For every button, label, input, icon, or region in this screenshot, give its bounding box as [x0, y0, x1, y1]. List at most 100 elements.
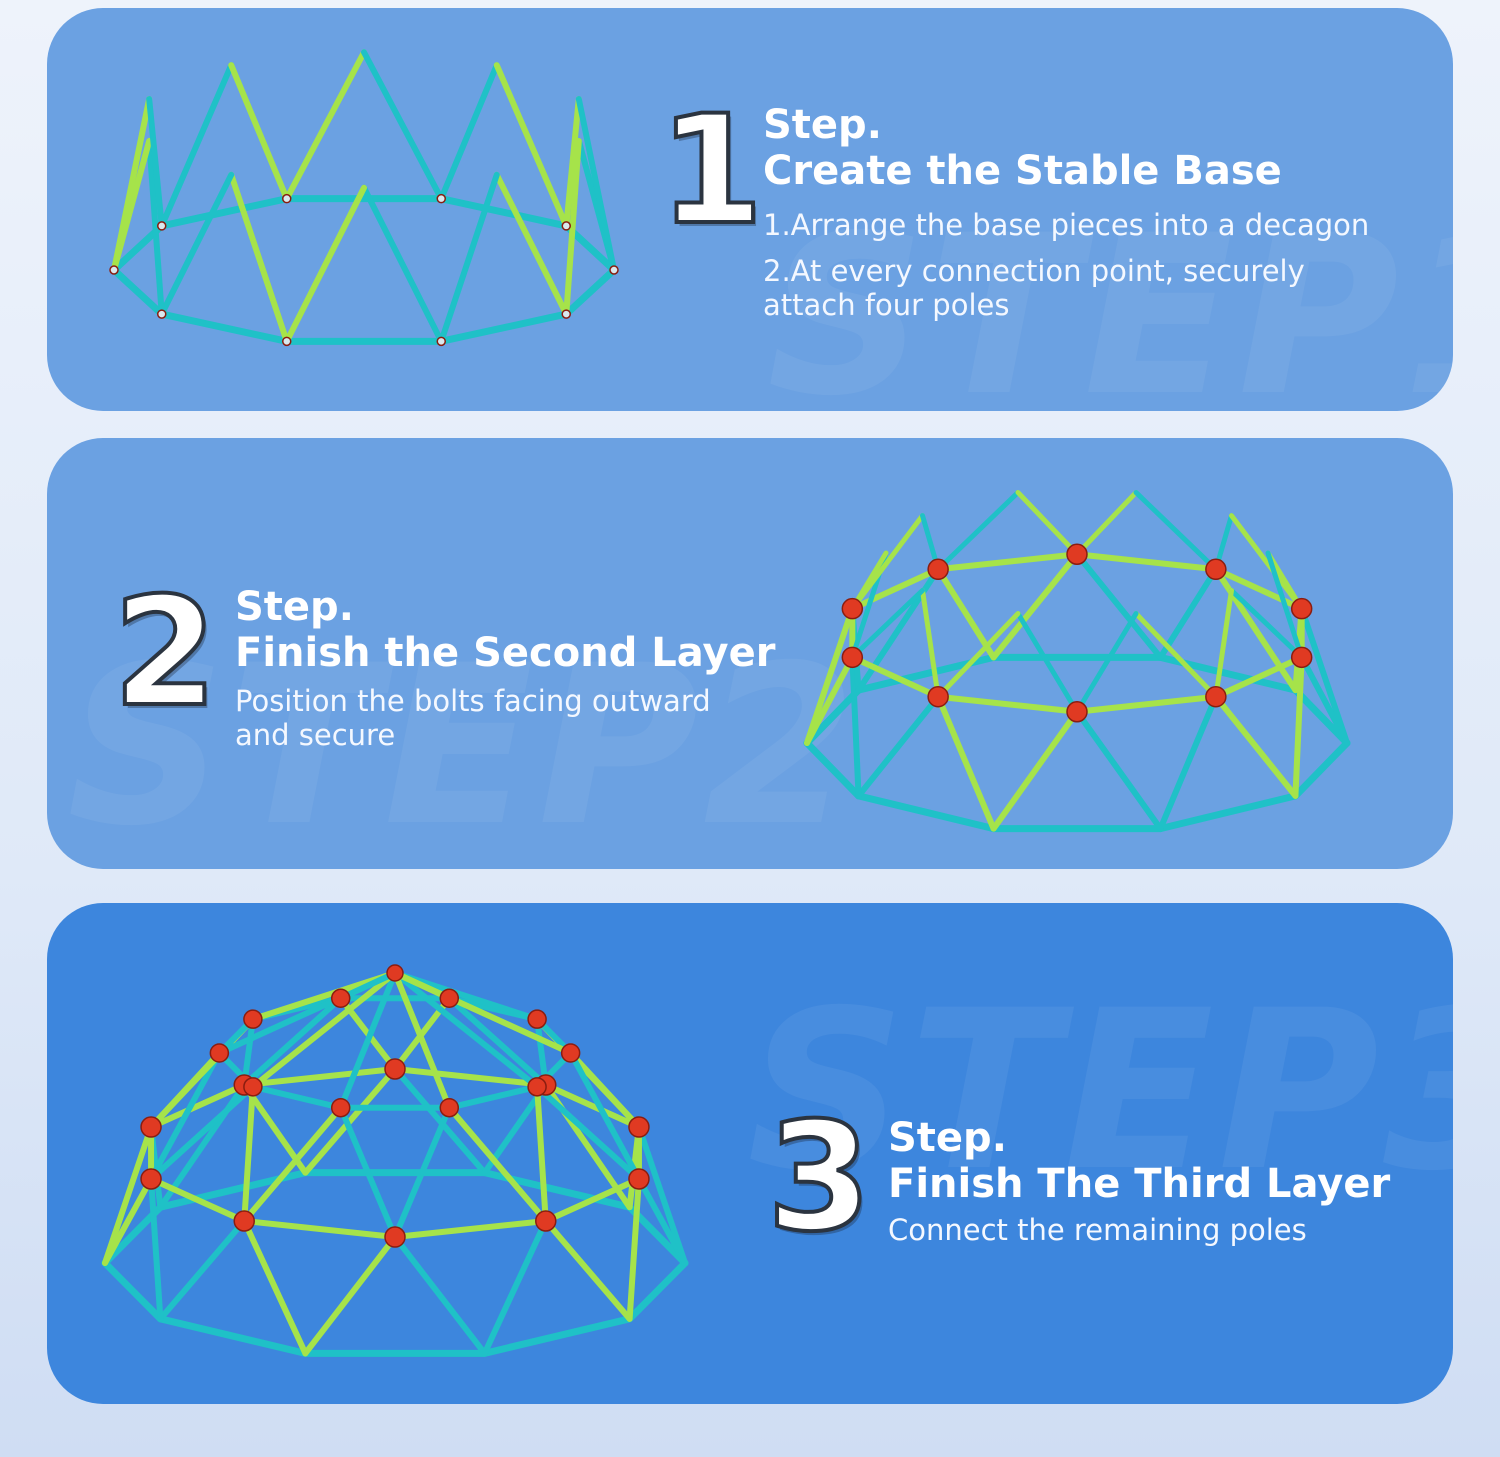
full-dome-illustration — [101, 964, 689, 1357]
bolt — [535, 1210, 557, 1232]
ring-pole — [935, 693, 1080, 715]
pole — [146, 137, 165, 318]
pole — [935, 693, 997, 832]
base-pole — [803, 686, 863, 747]
pole — [855, 693, 942, 799]
bolt — [927, 558, 949, 581]
pole — [849, 654, 862, 799]
bolt — [628, 1116, 650, 1138]
pole — [849, 513, 925, 612]
pole — [392, 970, 574, 1056]
step-2-line-1: Position the bolts facing outward — [235, 684, 711, 718]
pole — [361, 49, 445, 202]
pole — [635, 1124, 688, 1266]
step-2-panel: STEP2 2 Step. Finish the Second Layer Po… — [47, 438, 1453, 869]
bolt — [1205, 685, 1227, 708]
pole — [1074, 489, 1139, 557]
step-1-number: 1 — [657, 84, 765, 258]
base-pole — [1156, 792, 1299, 833]
pole — [493, 171, 570, 318]
joint — [281, 336, 292, 347]
pole — [534, 1083, 642, 1182]
pole — [158, 171, 235, 318]
pole — [361, 184, 445, 345]
pole — [567, 1050, 642, 1131]
pole — [935, 566, 997, 661]
bolt — [330, 988, 351, 1009]
base-pole — [437, 195, 570, 230]
pole — [392, 970, 453, 1111]
pole — [1298, 605, 1350, 746]
joint — [281, 193, 292, 204]
pole — [337, 970, 398, 1002]
ring-pole — [392, 1217, 549, 1241]
bolt — [233, 1210, 255, 1232]
pole — [849, 587, 925, 660]
bolt — [1290, 646, 1313, 669]
joint — [156, 221, 167, 231]
step-3-label: Step. — [888, 1115, 1007, 1161]
base-pole — [1291, 686, 1351, 747]
bolt — [1066, 700, 1088, 723]
ring-pole — [849, 566, 942, 612]
step-2-text: Step. Finish the Second Layer Position t… — [235, 584, 775, 752]
ring-pole — [935, 551, 1080, 573]
joint — [561, 221, 572, 231]
pole — [241, 1083, 256, 1224]
step-2-number: 2 — [111, 566, 219, 740]
bolt — [841, 646, 864, 669]
bolt — [384, 1058, 406, 1080]
base-pole — [481, 1315, 634, 1357]
pole — [1212, 566, 1299, 694]
pole — [249, 970, 398, 1090]
pole — [392, 1234, 488, 1357]
pole — [990, 551, 1080, 661]
bolt — [386, 964, 404, 982]
pole — [228, 62, 290, 202]
ring-pole — [446, 1083, 541, 1111]
step-2-line-2: and secure — [235, 718, 396, 752]
step-1-text: Step. Create the Stable Base 1.Arrange t… — [763, 102, 1369, 322]
ring-pole — [542, 1082, 642, 1131]
base-pole — [437, 310, 570, 345]
pole — [146, 96, 165, 229]
joint — [436, 193, 447, 204]
step-3-line-1: Connect the remaining poles — [888, 1213, 1307, 1247]
step-1-line-2: 2.At every connection point, securely — [763, 254, 1305, 288]
ring-pole — [1074, 693, 1219, 715]
pole — [148, 1083, 256, 1182]
pole — [1212, 693, 1299, 799]
pole — [1133, 611, 1219, 700]
pole — [438, 62, 500, 202]
base-pole — [562, 266, 618, 318]
bolt — [384, 1226, 406, 1248]
pole — [148, 1175, 164, 1322]
bolt — [927, 685, 949, 708]
pole — [111, 96, 153, 273]
base-pole — [855, 792, 998, 833]
pole — [534, 1016, 549, 1089]
bolt — [140, 1168, 162, 1190]
pole — [626, 1175, 642, 1322]
bolt — [439, 1097, 460, 1118]
pole — [1015, 489, 1080, 557]
ring-pole — [241, 1217, 398, 1241]
pole — [241, 1104, 344, 1224]
joint — [561, 309, 572, 319]
pole — [1157, 693, 1219, 832]
step-1-line-1: 1.Arrange the base pieces into a decagon — [763, 208, 1370, 242]
bolt — [140, 1116, 162, 1138]
pole — [302, 1234, 398, 1357]
joint — [609, 265, 619, 275]
ring-pole — [1074, 551, 1219, 573]
step-3-title: Finish The Third Layer — [888, 1161, 1391, 1207]
pole — [302, 1065, 398, 1176]
base-pole — [626, 1259, 689, 1323]
bolt — [209, 1043, 230, 1063]
ring-pole — [241, 1065, 398, 1089]
pole — [481, 1217, 549, 1357]
pole — [1157, 566, 1219, 661]
pole — [493, 62, 570, 229]
ring-pole — [1212, 566, 1305, 612]
